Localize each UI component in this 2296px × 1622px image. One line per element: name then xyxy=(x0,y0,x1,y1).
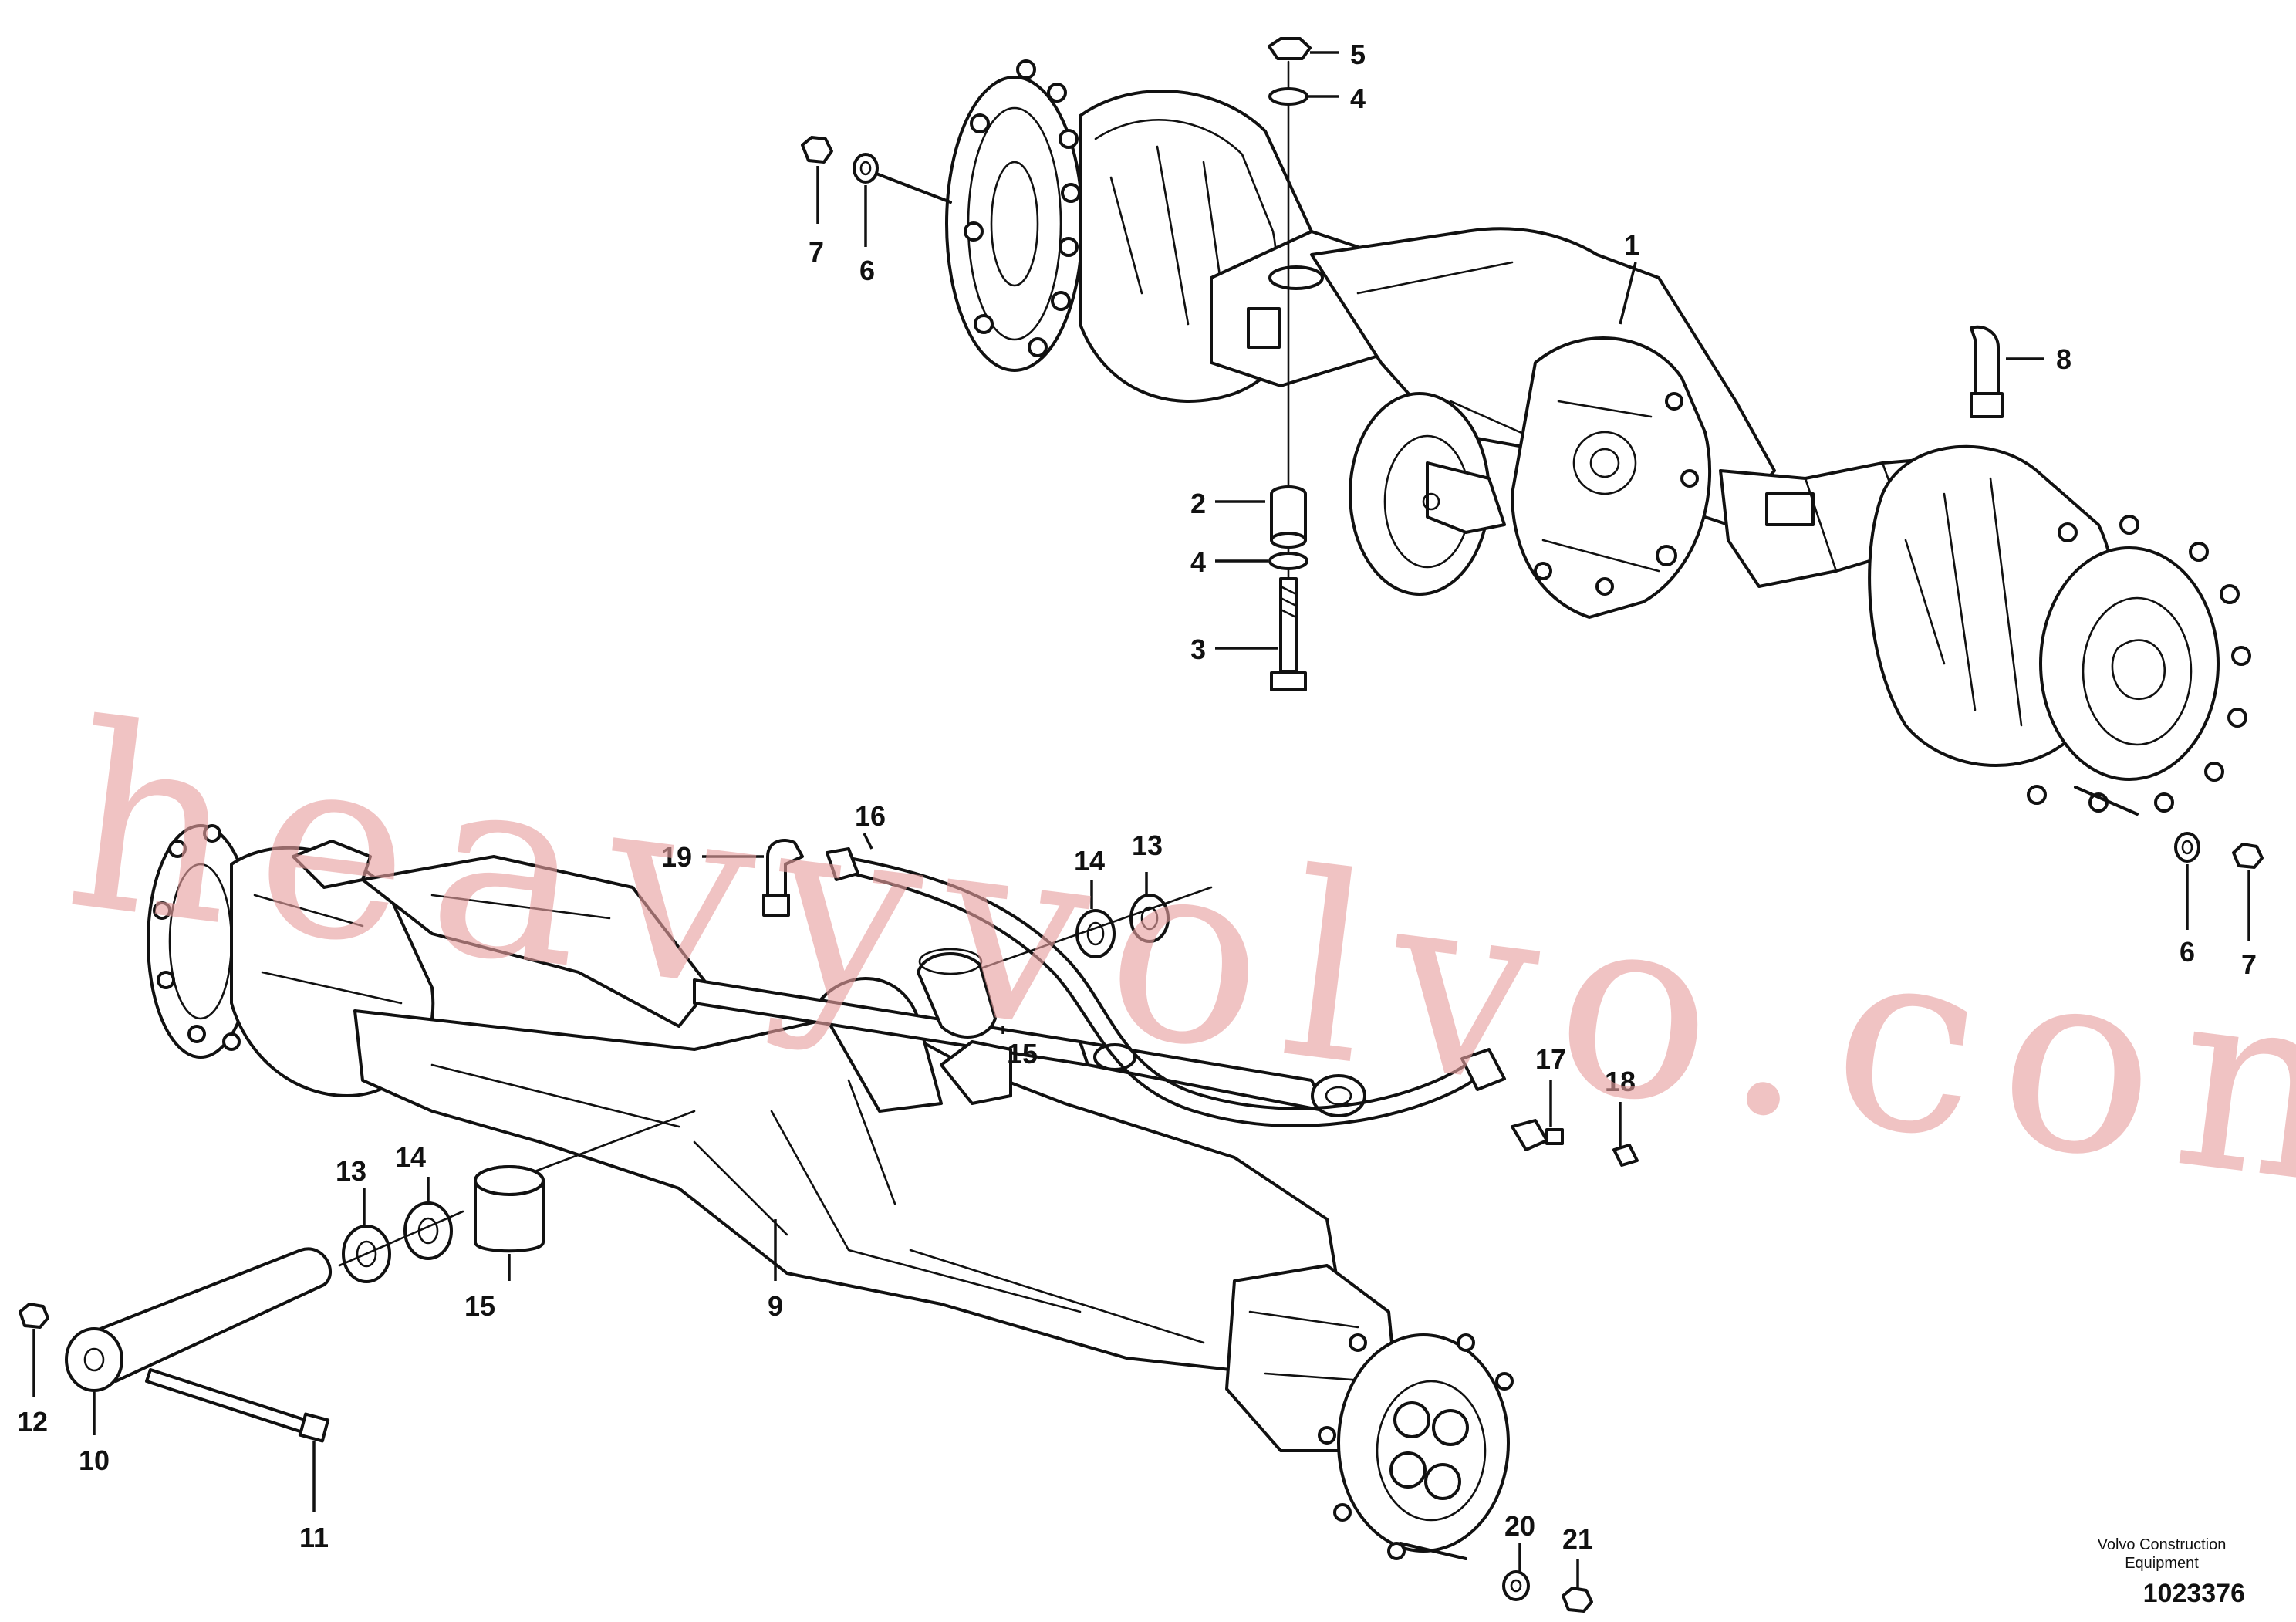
callout-14-upper: 14 xyxy=(1074,845,1105,877)
lower-right-fasteners xyxy=(2174,832,2264,869)
callout-18: 18 xyxy=(1605,1066,1636,1097)
front-axle-assembly xyxy=(147,824,1514,1560)
brand-label: Volvo Construction Equipment xyxy=(2061,1536,2262,1573)
brand-line-2: Equipment xyxy=(2125,1555,2199,1572)
callout-labels: 1 2 3 4 4 5 6 6 7 7 8 9 10 11 12 13 13 1… xyxy=(17,39,2257,1555)
rear-axle-assembly xyxy=(855,59,2251,816)
callout-7-lower: 7 xyxy=(2241,948,2257,980)
callout-16: 16 xyxy=(855,800,886,832)
mounting-bolt-stack xyxy=(1268,37,1312,691)
washer-4-bottom xyxy=(1268,552,1308,570)
callout-5: 5 xyxy=(1350,39,1366,70)
upper-washers xyxy=(924,886,1213,989)
upper-left-fasteners xyxy=(801,136,879,184)
callout-17: 17 xyxy=(1535,1043,1566,1075)
callout-1: 1 xyxy=(1624,229,1639,261)
document-number: 1023376 xyxy=(2142,1579,2245,1608)
upper-bushing-15 xyxy=(917,948,997,1039)
callout-6-lower: 6 xyxy=(2180,936,2195,968)
elbow-fitting-19 xyxy=(762,839,804,917)
hydraulic-hose-16 xyxy=(826,847,1506,1128)
callout-3: 3 xyxy=(1190,634,1206,665)
callout-13-lower: 13 xyxy=(336,1155,366,1187)
callout-6-upper: 6 xyxy=(859,255,875,286)
callout-12: 12 xyxy=(17,1406,48,1438)
callout-7-upper: 7 xyxy=(809,236,824,268)
callout-19: 19 xyxy=(661,841,692,873)
callout-20: 20 xyxy=(1504,1510,1535,1542)
parts-20-21 xyxy=(1502,1570,1593,1613)
callout-21: 21 xyxy=(1562,1523,1593,1555)
callout-2: 2 xyxy=(1190,488,1206,519)
fittings-17-18 xyxy=(1511,1119,1639,1167)
brand-line-1: Volvo Construction xyxy=(2097,1536,2227,1553)
callout-10: 10 xyxy=(79,1445,110,1476)
callout-4-bottom: 4 xyxy=(1190,546,1206,578)
callout-9: 9 xyxy=(768,1290,783,1322)
callout-15-upper: 15 xyxy=(1007,1038,1038,1070)
nut-5 xyxy=(1268,37,1312,60)
washer-4-top xyxy=(1268,87,1308,106)
callout-14-lower: 14 xyxy=(395,1141,426,1173)
callout-15-lower: 15 xyxy=(464,1290,495,1322)
callout-13-upper: 13 xyxy=(1132,830,1163,861)
callout-4-top: 4 xyxy=(1350,83,1366,114)
pivot-pin-parts xyxy=(19,1110,696,1443)
callout-11: 11 xyxy=(299,1522,329,1553)
callout-8: 8 xyxy=(2056,343,2071,375)
leader-lines xyxy=(32,51,2250,1588)
